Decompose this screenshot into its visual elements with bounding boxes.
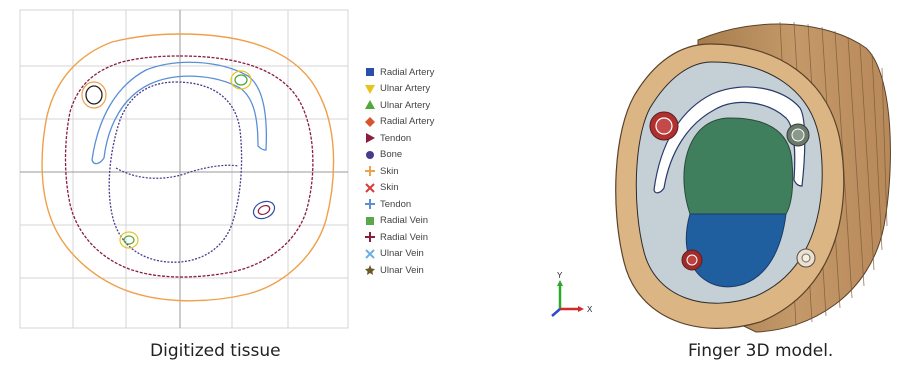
legend-item: Skin: [364, 163, 434, 180]
radial-vein-3d: [681, 249, 703, 271]
legend-marker-icon: [366, 133, 375, 144]
radial-artery-3d: [649, 111, 679, 141]
legend-label: Skin: [380, 182, 399, 194]
legend-item: Ulnar Vein: [364, 246, 434, 263]
legend-marker-icon: [366, 216, 374, 225]
legend-label: Radial Vein: [380, 215, 429, 227]
legend-item: Ulnar Vein: [364, 262, 434, 279]
ulnar-vein-bottom-left: [119, 231, 139, 249]
legend-label: Tendon: [380, 132, 412, 144]
left-caption: Digitized tissue: [150, 341, 281, 361]
legend-label: Ulnar Artery: [380, 99, 431, 111]
ulnar-vein-3d: [796, 248, 816, 268]
skin-inner-contour: [64, 55, 314, 278]
bone-contour: [108, 81, 243, 263]
legend-marker-icon: [365, 116, 375, 127]
legend-marker-icon: [365, 183, 375, 193]
legend-marker-icon: [366, 150, 374, 159]
legend-marker-icon: [365, 166, 375, 177]
legend-marker-icon: [365, 199, 375, 210]
tendon-3d: [653, 86, 806, 194]
bone-lower: [685, 213, 787, 288]
digitized-tissue-plot: [19, 9, 349, 329]
legend-label: Radial Artery: [380, 116, 435, 128]
legend-marker-icon: [365, 232, 375, 243]
legend-item: Radial Vein: [364, 213, 434, 230]
radial-vein-right: [252, 200, 276, 220]
bone-upper: [683, 117, 794, 215]
radial-artery-top-left: [81, 81, 107, 109]
ulnar-artery-top-right: [230, 70, 252, 90]
plot-axes: [20, 10, 348, 328]
legend-item: Bone: [364, 147, 434, 164]
finger-3d-model: Y X: [551, 21, 891, 333]
legend-marker-icon: [365, 265, 375, 276]
plot-grid: [19, 9, 349, 329]
axis-triad: Y X: [551, 271, 593, 317]
legend-marker-icon: [365, 249, 375, 259]
plot-frame: [19, 9, 349, 329]
right-caption: Finger 3D model.: [688, 341, 834, 361]
legend-marker-icon: [366, 68, 374, 77]
legend-item: Radial Artery: [364, 64, 434, 81]
legend-item: Radial Vein: [364, 229, 434, 246]
tendon-contour: [91, 61, 268, 165]
legend-item: Tendon: [364, 196, 434, 213]
axis-x-label: X: [587, 305, 593, 314]
legend-item: Ulnar Artery: [364, 97, 434, 114]
legend-label: Radial Artery: [380, 66, 435, 78]
ulnar-artery-3d: [786, 123, 810, 147]
axis-y-label: Y: [557, 271, 563, 280]
legend-item: Radial Artery: [364, 114, 434, 131]
legend-label: Ulnar Vein: [380, 264, 424, 276]
legend-marker-icon: [365, 84, 375, 94]
legend-marker-icon: [365, 100, 375, 110]
skin-outer-contour: [41, 33, 335, 302]
legend-item: Ulnar Artery: [364, 81, 434, 98]
bone-inner-contour: [115, 164, 239, 179]
legend-label: Radial Vein: [380, 231, 429, 243]
legend-label: Bone: [380, 149, 403, 161]
legend-label: Ulnar Artery: [380, 83, 431, 95]
legend-label: Ulnar Vein: [380, 248, 424, 260]
legend-item: Tendon: [364, 130, 434, 147]
legend-label: Skin: [380, 165, 399, 177]
legend-label: Tendon: [380, 198, 412, 210]
legend-item: Skin: [364, 180, 434, 197]
z-axis-arrow: [551, 308, 561, 317]
